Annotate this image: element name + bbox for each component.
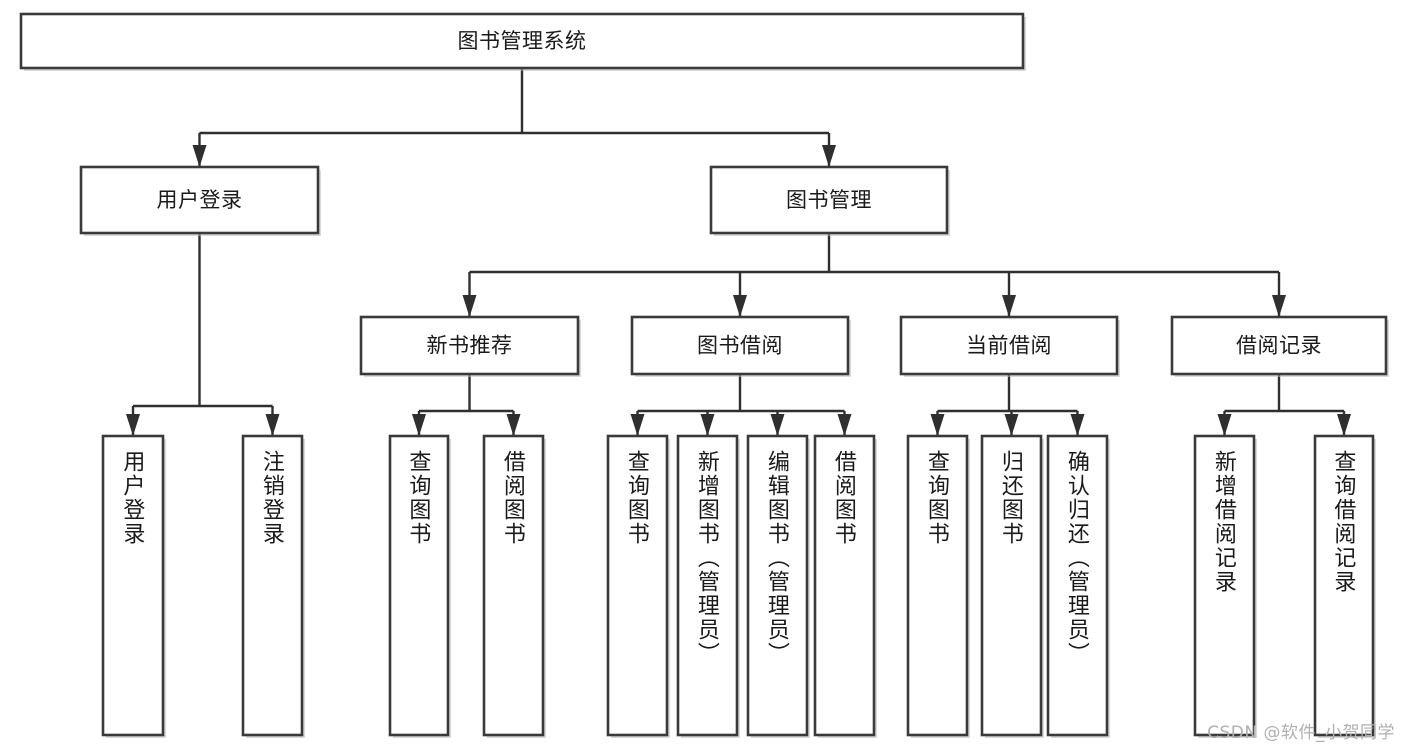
connector-arrowhead [1004,414,1019,436]
watermark-text: CSDN @软件_小贺同学 [1207,723,1395,743]
node-label-login: 用户登录 [157,188,243,212]
node-box-layer [19,12,1389,738]
connector-arrowhead [462,295,477,317]
node-box-leaf-10[interactable] [980,434,1043,737]
node-box-record[interactable] [1170,315,1388,376]
node-label-bookmgmt: 图书管理 [786,188,872,212]
node-box-leaf-12[interactable] [1193,434,1256,737]
node-label-borrow: 图书借阅 [697,334,783,358]
node-label-record: 借阅记录 [1236,334,1322,358]
node-box-leaf-13[interactable] [1313,434,1375,737]
connector-arrowhead [1272,295,1286,317]
connector-arrowhead [506,414,521,436]
node-box-borrow[interactable] [630,315,850,376]
connector-arrowhead [733,295,747,317]
node-box-leaf-2[interactable] [241,434,304,737]
connector-arrowhead [192,145,207,167]
connector-layer [126,68,1351,436]
connector-arrowhead [837,414,852,436]
connector-arrowhead [265,414,280,436]
connector-arrowhead [770,414,785,436]
node-box-leaf-5[interactable] [606,434,669,737]
connector-arrowhead [1070,414,1085,436]
node-box-root[interactable] [19,12,1025,70]
connector-arrowhead [700,414,715,436]
node-box-leaf-7[interactable] [746,434,809,737]
node-box-leaf-9[interactable] [906,434,969,737]
connector-arrowhead [930,414,945,436]
node-box-leaf-4[interactable] [482,434,545,737]
connector-arrowhead [630,414,645,436]
node-label-current: 当前借阅 [966,334,1052,358]
node-box-leaf-3[interactable] [388,434,450,737]
connector-arrowhead [1337,414,1351,436]
node-box-current[interactable] [899,315,1119,376]
node-label-newbook: 新书推荐 [427,334,513,358]
connector-arrowhead [1002,295,1016,317]
node-box-bookmgmt[interactable] [709,165,949,235]
connector-arrowhead [412,414,426,436]
connector-arrowhead [126,414,140,436]
node-box-leaf-6[interactable] [676,434,739,737]
connector-arrowhead [822,145,836,167]
node-box-leaf-1[interactable] [101,434,165,737]
node-label-root: 图书管理系统 [458,29,587,53]
node-box-leaf-8[interactable] [813,434,876,737]
connector-arrowhead [1217,414,1232,436]
node-box-leaf-11[interactable] [1046,434,1109,737]
node-box-newbook[interactable] [359,315,580,376]
node-box-login[interactable] [79,165,320,235]
